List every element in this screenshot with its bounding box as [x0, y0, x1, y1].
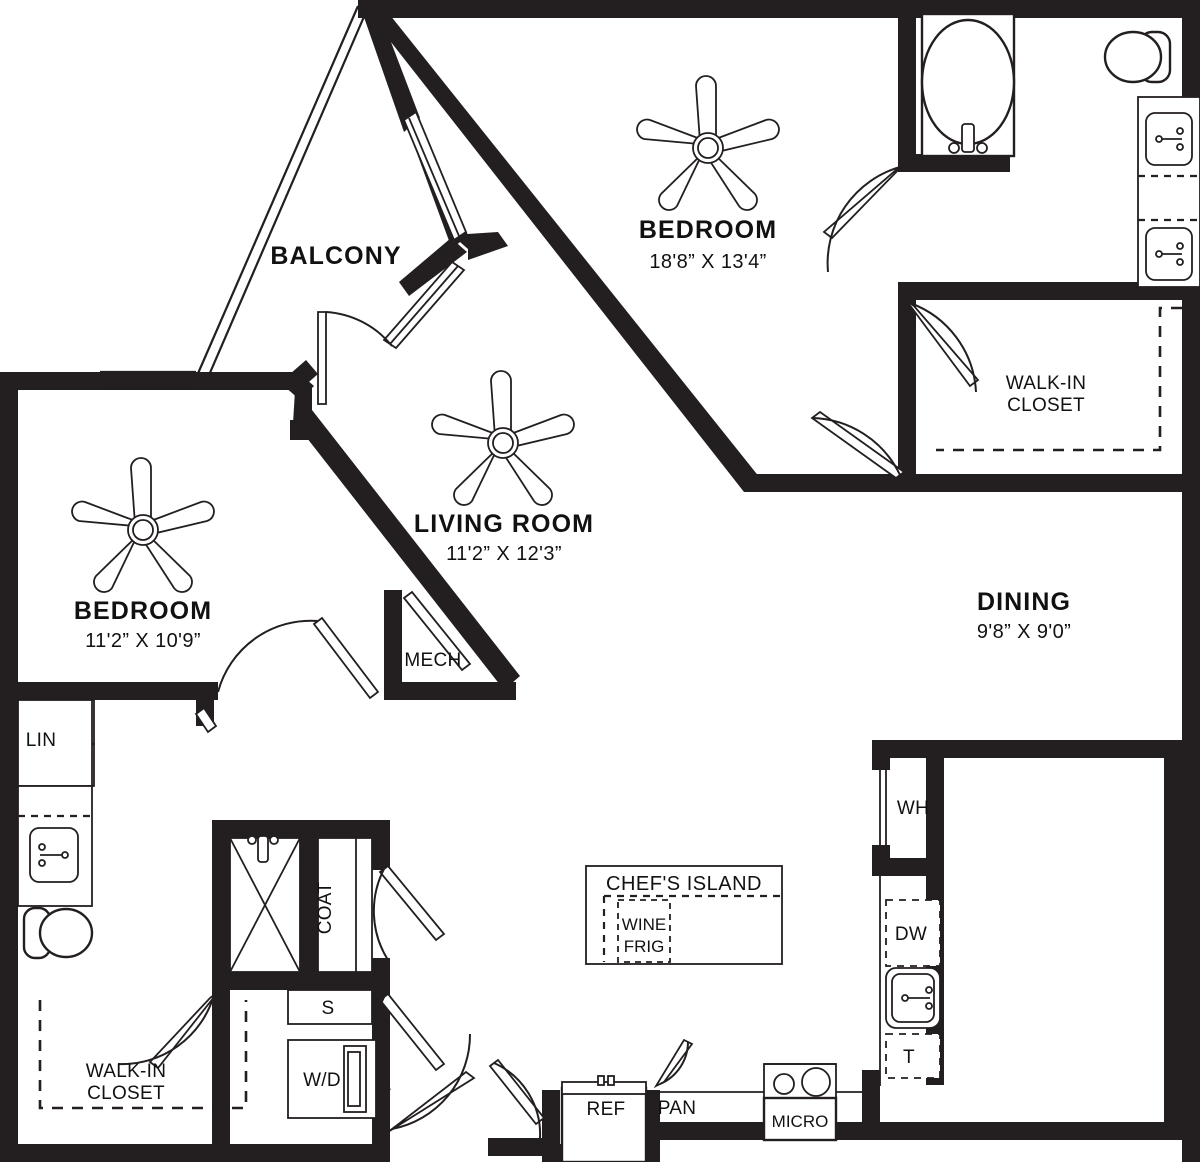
- label-microwave: MICRO: [772, 1112, 829, 1131]
- doors: [57, 110, 980, 1139]
- room-label-balcony: BALCONY: [270, 242, 401, 270]
- label-shelf: S: [322, 998, 335, 1019]
- closet-label-master-line2: CLOSET: [1007, 395, 1085, 416]
- closet-label-second-line2: CLOSET: [87, 1083, 165, 1104]
- island-labels: CHEF'S ISLAND WINE FRIG: [606, 873, 762, 956]
- closet-label-master-line1: WALK-IN: [1006, 373, 1087, 394]
- ceiling-fan-master: [636, 75, 780, 211]
- balcony-railing: [98, 5, 368, 390]
- toilet-bowl-lower: [38, 907, 94, 959]
- microwave-unit: [762, 1096, 838, 1142]
- label-water-heater: WH: [897, 798, 929, 819]
- room-label-dining: DINING: [977, 588, 1071, 616]
- shelf-unit: [287, 989, 373, 1025]
- fixture-labels: MECH LIN COAT S W/D WH DW T REF PAN MICR…: [26, 650, 929, 1131]
- label-mech: MECH: [404, 650, 461, 671]
- room-label-living-room: LIVING ROOM: [414, 510, 594, 538]
- label-wine-frig-line1: WINE: [622, 915, 666, 934]
- fixtures: [17, 12, 1200, 1162]
- wine-fridge: [617, 899, 671, 963]
- label-trash: T: [903, 1047, 915, 1068]
- room-labels: BEDROOM 18'8” X 13'4” LIVING ROOM 11'2” …: [74, 216, 1071, 652]
- room-label-bedroom-second: BEDROOM: [74, 597, 212, 625]
- room-label-bedroom-master: BEDROOM: [639, 216, 777, 244]
- room-dim-living-room: 11'2” X 12'3”: [446, 543, 562, 565]
- room-dim-dining: 9'8” X 9'0”: [977, 621, 1071, 643]
- label-pantry: PAN: [658, 1098, 697, 1119]
- label-chefs-island: CHEF'S ISLAND: [606, 873, 762, 895]
- label-wine-frig-line2: FRIG: [624, 937, 665, 956]
- label-coat: COAT: [315, 882, 336, 935]
- label-refrigerator: REF: [587, 1099, 626, 1120]
- ceiling-fan-bedroom2: [71, 457, 215, 593]
- ceiling-fan-living: [431, 370, 575, 506]
- coat-closet: [317, 837, 373, 973]
- label-washer-dryer: W/D: [303, 1070, 341, 1091]
- closet-label-second-line1: WALK-IN: [86, 1061, 167, 1082]
- label-dishwasher: DW: [895, 924, 927, 945]
- room-dim-bedroom-master: 18'8” X 13'4”: [649, 251, 766, 273]
- label-lin: LIN: [26, 730, 56, 751]
- ceiling-fans: [71, 75, 780, 593]
- closet-labels: WALK-IN CLOSET WALK-IN CLOSET: [86, 373, 1087, 1104]
- dishwasher-unit: [885, 899, 941, 967]
- linen-closet: [17, 699, 93, 787]
- trash-unit: [885, 1033, 941, 1079]
- room-dim-bedroom-second: 11'2” X 10'9”: [85, 630, 201, 652]
- toilet-bowl-master: [1103, 30, 1163, 84]
